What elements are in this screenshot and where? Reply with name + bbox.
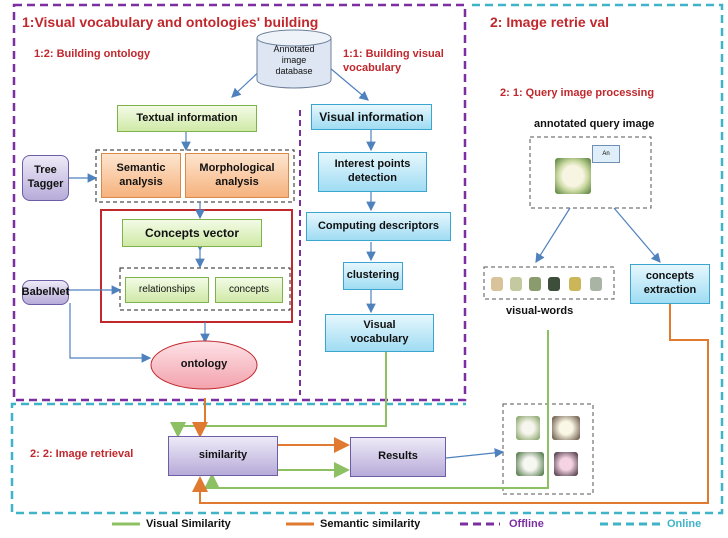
visual-vocabulary-line1: Visual bbox=[363, 319, 396, 332]
offline-section-title: 1:Visual vocabulary and ontologies' buil… bbox=[22, 14, 319, 30]
morphological-analysis-line1: Morphological bbox=[199, 161, 275, 174]
annotated-query-image-label: annotated query image bbox=[534, 118, 655, 130]
building-ontology-label: 1:2: Building ontology bbox=[34, 48, 151, 60]
visual-words-label: visual-words bbox=[506, 305, 574, 317]
flower-thumbnail-icon bbox=[552, 416, 580, 440]
legend-offline: Offline bbox=[509, 518, 544, 530]
image-retrieval-label: 2: 2: Image retrieval bbox=[30, 448, 134, 460]
visual-vocabulary-box: Visual vocabulary bbox=[325, 314, 434, 352]
online-section-title: 2: Image retrie val bbox=[490, 14, 610, 30]
flower-thumbnail-icon bbox=[569, 277, 581, 291]
building-visual-label-line1: 1:1: Building visual bbox=[343, 48, 444, 60]
tree-tagger-box: Tree Tagger bbox=[22, 155, 69, 201]
concepts-vector-box: Concepts vector bbox=[122, 219, 262, 247]
visual-information-box: Visual information bbox=[311, 104, 432, 130]
tree-tagger-line1: Tree bbox=[34, 164, 57, 177]
legend-online: Online bbox=[667, 518, 702, 530]
concepts-extraction-line1: concepts bbox=[645, 270, 695, 283]
textual-information-box: Textual information bbox=[117, 105, 257, 132]
babelnet-box: BabelNet bbox=[22, 280, 69, 305]
flower-thumbnail-icon bbox=[554, 452, 578, 476]
flower-thumbnail-icon bbox=[510, 277, 522, 291]
clustering-box: clustering bbox=[343, 262, 403, 290]
database-line1: Annotated bbox=[273, 44, 315, 54]
flower-thumbnail-icon bbox=[516, 452, 544, 476]
flower-thumbnail-icon bbox=[529, 277, 541, 291]
flower-thumbnail-icon bbox=[516, 416, 540, 440]
interest-points-detection-box: Interest points detection bbox=[318, 152, 427, 192]
relationships-box: relationships bbox=[125, 277, 209, 303]
concepts-box: concepts bbox=[215, 277, 283, 303]
computing-descriptors-box: Computing descriptors bbox=[306, 212, 451, 241]
morphological-analysis-box: Morphological analysis bbox=[185, 153, 289, 198]
concepts-extraction-line2: extraction bbox=[643, 284, 697, 296]
flower-thumbnail-icon bbox=[555, 158, 591, 194]
semantic-analysis-box: Semantic analysis bbox=[101, 153, 181, 198]
online-frame bbox=[10, 3, 724, 515]
semantic-analysis-line1: Semantic bbox=[116, 161, 166, 174]
interest-points-line2: detection bbox=[348, 172, 397, 184]
offline-frame bbox=[12, 3, 467, 402]
interest-points-line1: Interest points bbox=[334, 158, 411, 171]
legend-semantic-similarity: Semantic similarity bbox=[320, 518, 421, 530]
results-box: Results bbox=[350, 437, 446, 477]
database-line3: database bbox=[275, 66, 313, 76]
similarity-box: similarity bbox=[168, 436, 278, 476]
flower-thumbnail-icon bbox=[548, 277, 560, 291]
ontology-node: ontology bbox=[180, 358, 228, 371]
legend-visual-similarity: Visual Similarity bbox=[146, 518, 231, 530]
building-visual-label-line2: vocabulary bbox=[343, 62, 402, 74]
flower-thumbnail-icon bbox=[590, 277, 602, 291]
query-processing-label: 2: 1: Query image processing bbox=[500, 87, 655, 99]
database-line2: image bbox=[281, 55, 307, 65]
flower-thumbnail-icon bbox=[491, 277, 503, 291]
visual-vocabulary-line2: vocabulary bbox=[350, 333, 409, 345]
note-icon: An bbox=[592, 145, 620, 163]
annotated-database-label: Annotated image database bbox=[268, 44, 320, 77]
concepts-extraction-box: concepts extraction bbox=[630, 264, 710, 304]
semantic-analysis-line2: analysis bbox=[119, 175, 163, 188]
morphological-analysis-line2: analysis bbox=[215, 175, 259, 188]
tree-tagger-line2: Tagger bbox=[27, 178, 64, 190]
database-cylinder-icon bbox=[256, 29, 332, 89]
